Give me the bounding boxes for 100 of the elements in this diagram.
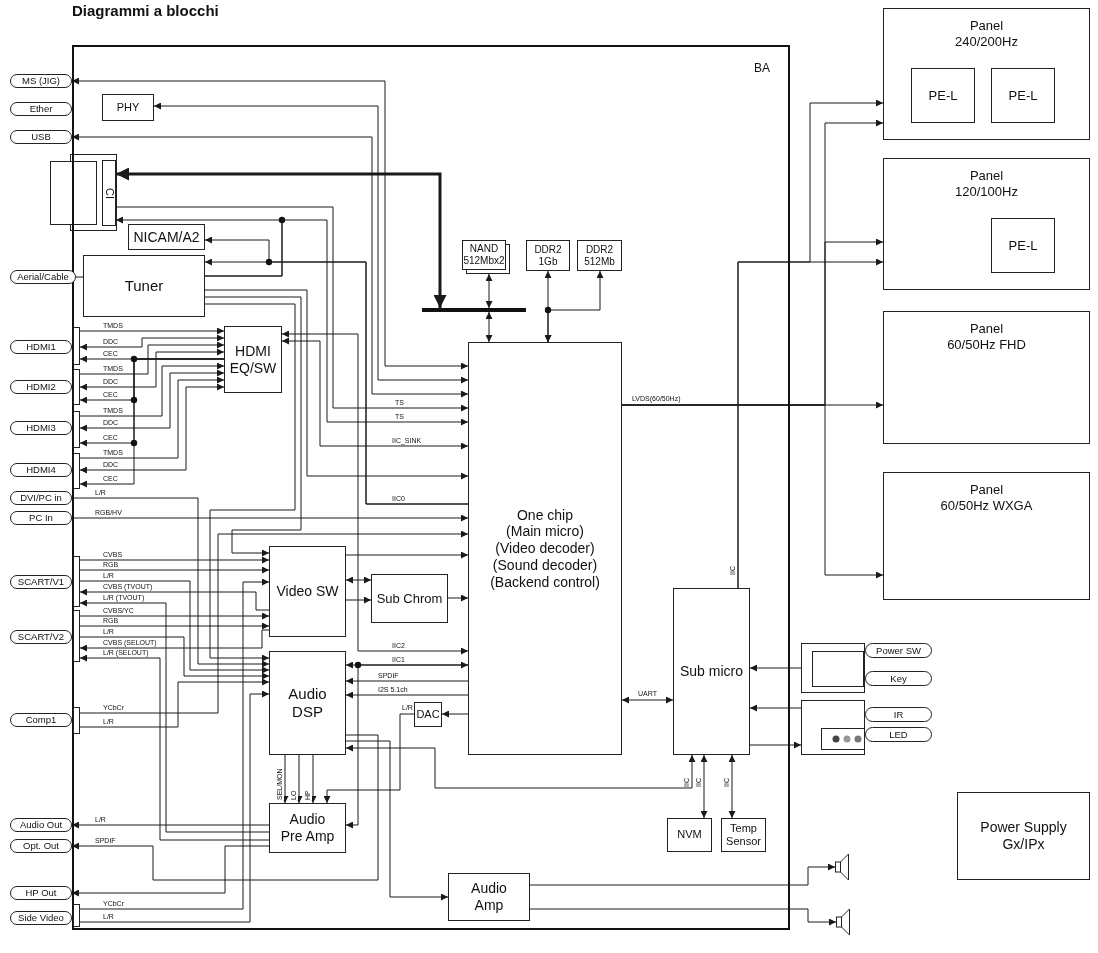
connector-label: HP Out bbox=[10, 886, 72, 900]
signal-arrow bbox=[79, 362, 225, 417]
signal-arrow bbox=[79, 599, 270, 833]
signal-arrow bbox=[79, 530, 469, 714]
connector-label: SCART/V2 bbox=[10, 630, 72, 644]
block-box bbox=[128, 224, 205, 250]
connector-label: HDMI3 bbox=[10, 421, 72, 435]
signal-arrow bbox=[79, 629, 270, 652]
signal-arrow bbox=[71, 497, 270, 668]
signal-arrow bbox=[79, 588, 270, 611]
block-box bbox=[83, 255, 205, 317]
block-box bbox=[269, 803, 346, 853]
signal-arrow bbox=[79, 358, 225, 488]
signal-arrow bbox=[79, 348, 225, 391]
signal-arrow bbox=[529, 863, 836, 886]
signal-arrow bbox=[345, 744, 696, 789]
block-label: NVM bbox=[677, 828, 702, 842]
unit-box bbox=[801, 643, 865, 693]
block-label: Panel bbox=[969, 482, 1004, 498]
signal-arrow bbox=[204, 296, 302, 557]
block-label: 60/50Hz FHD bbox=[947, 336, 1026, 353]
signal-arrow bbox=[447, 594, 469, 602]
connector-label: Power SW bbox=[865, 643, 932, 658]
signal-arrow bbox=[485, 273, 493, 309]
signal-arrow bbox=[79, 341, 225, 375]
signal-arrow bbox=[345, 677, 469, 685]
signal-arrow bbox=[153, 102, 469, 384]
connector-label: DVI/PC in bbox=[10, 491, 72, 505]
signal-arrow bbox=[79, 334, 225, 351]
signal-arrow bbox=[749, 704, 802, 712]
signal-arrow bbox=[79, 327, 225, 335]
block-label: Panel bbox=[969, 321, 1004, 337]
block-label: DDR2 512Mb bbox=[583, 243, 616, 268]
block-box bbox=[224, 326, 282, 393]
signal-arrow bbox=[71, 821, 270, 829]
signal-arrow bbox=[79, 580, 270, 674]
signal-arrow bbox=[323, 713, 415, 804]
block-box bbox=[371, 574, 448, 623]
signal-arrow bbox=[749, 664, 802, 672]
block-label: DAC bbox=[416, 707, 440, 722]
signal-arrow bbox=[79, 636, 270, 680]
block-label: PE-L bbox=[1008, 237, 1038, 254]
bus-bar bbox=[422, 308, 526, 312]
block-box bbox=[957, 792, 1090, 880]
block-label: (Backend control) bbox=[490, 573, 600, 591]
signal-arrow bbox=[71, 845, 270, 897]
block-label: 120/100Hz bbox=[955, 183, 1018, 200]
speaker-icon bbox=[836, 908, 850, 936]
signal-arrow bbox=[79, 566, 270, 574]
connector-label: LED bbox=[865, 727, 932, 742]
block-label: (Video decoder) bbox=[495, 540, 595, 557]
connector-label: IR bbox=[865, 707, 932, 722]
signal-arrow bbox=[345, 664, 469, 829]
signal-arrow bbox=[79, 622, 270, 630]
connector-label: MS (JIG) bbox=[10, 74, 72, 88]
signal-arrow bbox=[345, 740, 449, 901]
block-box bbox=[102, 94, 154, 121]
connector-label: HDMI1 bbox=[10, 340, 72, 354]
panel-box bbox=[883, 311, 1090, 444]
connector-label: Comp1 bbox=[10, 713, 72, 727]
signal-arrow bbox=[309, 754, 317, 804]
signal-arrow bbox=[281, 330, 469, 655]
block-label: Audio DSP bbox=[287, 685, 328, 721]
block-label: 240/200Hz bbox=[955, 33, 1018, 50]
block-box bbox=[673, 588, 750, 755]
connector-label: PC In bbox=[10, 511, 72, 525]
connector-label: Key bbox=[865, 671, 932, 686]
board-label: BA bbox=[754, 61, 770, 75]
block-label: PE-L bbox=[1008, 87, 1038, 104]
signal-arrow bbox=[204, 219, 469, 426]
connector-label: USB bbox=[10, 130, 72, 144]
block-label: Audio Pre Amp bbox=[279, 811, 336, 845]
signal-arrow bbox=[79, 383, 225, 474]
signal-arrow bbox=[71, 77, 469, 370]
connector-label: Side Video bbox=[10, 911, 72, 925]
block-label: Panel bbox=[969, 18, 1004, 34]
signal-arrow bbox=[345, 661, 469, 669]
signal-arrow bbox=[345, 691, 469, 699]
signal-arrow bbox=[71, 133, 469, 398]
signal-arrow bbox=[544, 270, 604, 343]
panel-box bbox=[883, 8, 1090, 140]
connector-label: Aerial/Cable bbox=[10, 270, 76, 284]
block-box bbox=[911, 68, 975, 123]
signal-arrow bbox=[621, 404, 884, 579]
block-label: (Main micro) bbox=[506, 523, 584, 541]
signal-arrow bbox=[621, 696, 674, 704]
block-box bbox=[269, 651, 346, 755]
signal-arrow bbox=[204, 303, 296, 662]
signal-arrow bbox=[79, 556, 270, 564]
signal-arrow bbox=[115, 206, 469, 412]
block-box bbox=[577, 240, 622, 271]
connector-label: Ether bbox=[10, 102, 72, 116]
block-label: PHY bbox=[116, 100, 140, 115]
connector-label: SCART/V1 bbox=[10, 575, 72, 589]
signal-arrow bbox=[79, 369, 225, 432]
signal-arrow bbox=[79, 612, 270, 620]
unit-box bbox=[801, 700, 865, 755]
slot-label: CI bbox=[103, 187, 115, 199]
signal-arrow bbox=[79, 654, 270, 841]
block-box bbox=[526, 240, 570, 271]
